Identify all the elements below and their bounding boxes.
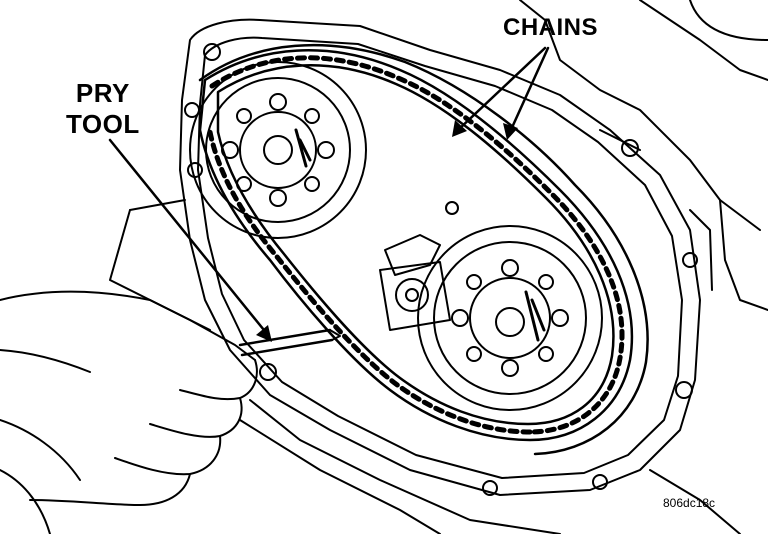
housing-background [519,0,768,311]
hand-with-pry-tool [0,290,341,534]
drive-chains [198,43,649,456]
chains-label: CHAINS [503,14,599,41]
chain-guide [379,234,451,331]
pry-tool-label-line2: TOOL [66,109,140,139]
case-flange-outline [179,18,701,496]
callout-arrowheads [256,120,518,342]
callout-leaders [108,46,550,337]
figure-code: 806dc18c [663,496,716,510]
pry-tool-label-line1: PRY [75,78,130,108]
pry-tool-shaft [238,328,334,357]
lower-sprocket [417,225,603,411]
case-flange-inner [197,36,683,479]
pry-tool-label: PRY TOOL [66,80,140,137]
